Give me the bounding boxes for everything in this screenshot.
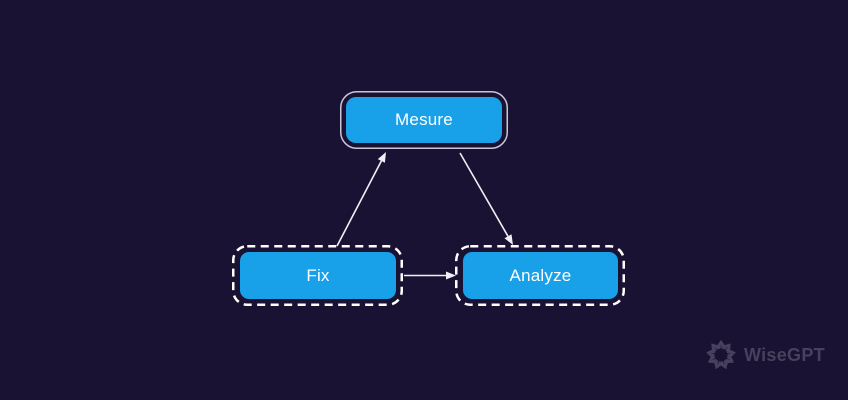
wisegpt-logo-icon — [706, 339, 736, 370]
node-mesure-label: Mesure — [395, 110, 453, 129]
edge-mesure-to-analyze — [459, 152, 513, 245]
node-analyze-label: Analyze — [509, 265, 572, 285]
node-fix[interactable]: Fix — [240, 252, 396, 299]
edge-fix-to-mesure — [336, 152, 386, 247]
arrowhead-right-icon — [446, 271, 456, 280]
arrowhead-down-icon — [504, 234, 513, 245]
watermark: WiseGPT — [703, 337, 825, 373]
node-mesure[interactable]: Mesure — [346, 97, 502, 143]
arrowhead-up-icon — [377, 152, 386, 163]
edge-fix-to-analyze — [404, 271, 456, 280]
node-fix-label: Fix — [306, 265, 330, 285]
node-analyze[interactable]: Analyze — [463, 252, 618, 299]
watermark-brand: WiseGPT — [744, 344, 825, 365]
